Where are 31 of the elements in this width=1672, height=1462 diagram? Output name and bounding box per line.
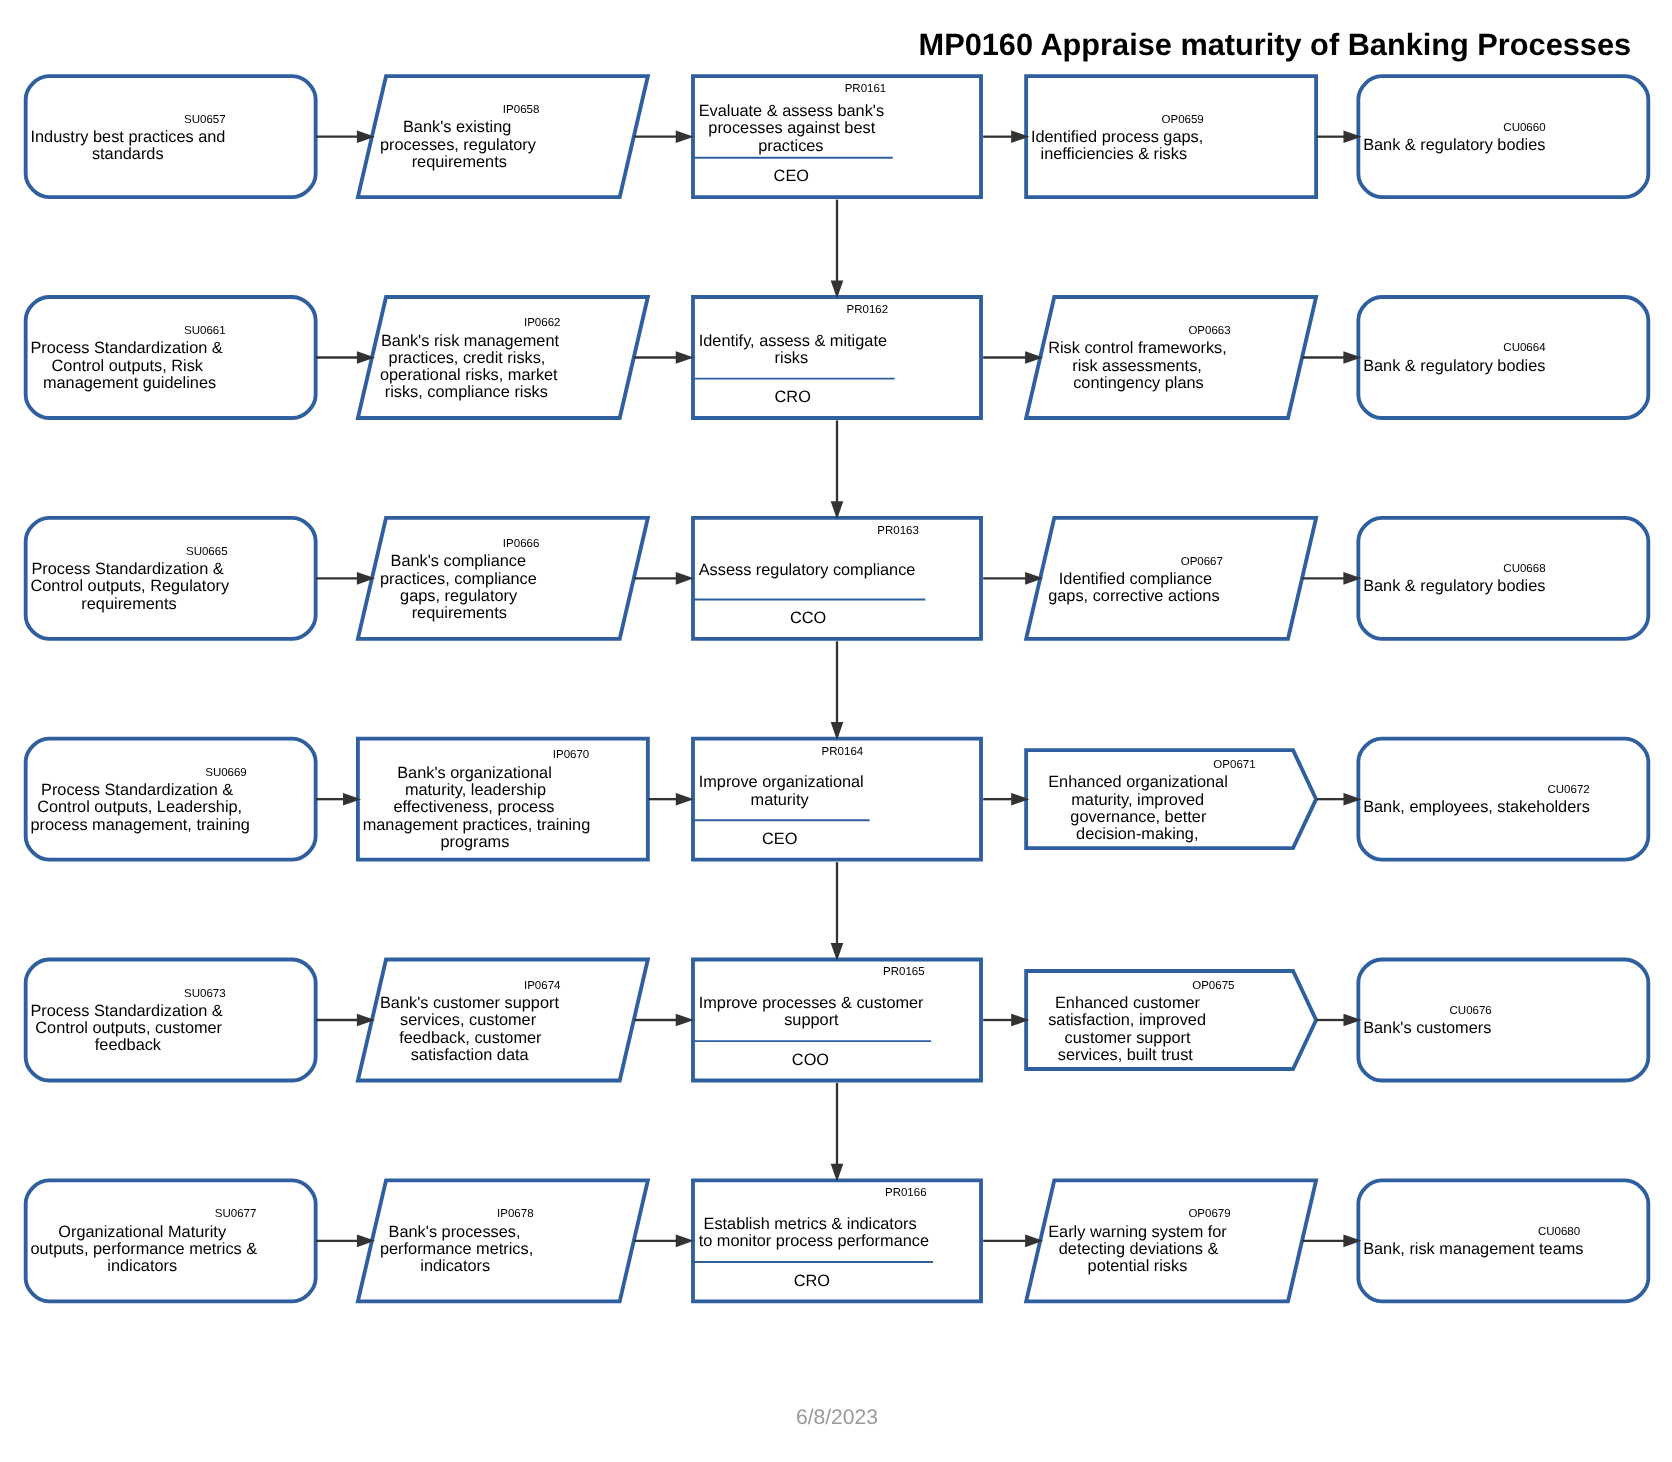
arrow — [1301, 1234, 1361, 1248]
arrow — [982, 792, 1029, 806]
arrow — [633, 572, 693, 585]
arrow — [315, 792, 361, 806]
arrow — [315, 572, 374, 585]
arrow — [633, 1013, 693, 1027]
arrow — [315, 130, 374, 143]
arrow — [829, 199, 843, 299]
arrow — [1315, 1013, 1361, 1027]
arrow — [315, 1013, 374, 1027]
arrow — [315, 1234, 374, 1248]
arrow — [633, 130, 693, 143]
arrow — [982, 351, 1043, 364]
arrow — [1301, 572, 1361, 585]
arrow — [1315, 130, 1361, 143]
arrow — [829, 1082, 843, 1182]
arrow — [633, 351, 693, 364]
arrow — [982, 1013, 1029, 1027]
diagram-title: MP0160 Appraise maturity of Banking Processes — [917, 28, 1631, 63]
arrow — [829, 420, 843, 520]
arrow — [647, 792, 693, 806]
arrow — [1301, 351, 1361, 364]
arrow — [829, 641, 843, 741]
arrow — [315, 351, 374, 364]
label: 6/8/2023 — [794, 1405, 878, 1430]
arrow — [633, 1234, 693, 1248]
arrow — [1315, 792, 1361, 806]
arrow — [982, 572, 1043, 585]
arrow — [982, 130, 1029, 143]
arrow — [982, 1234, 1043, 1248]
arrow — [829, 862, 843, 961]
